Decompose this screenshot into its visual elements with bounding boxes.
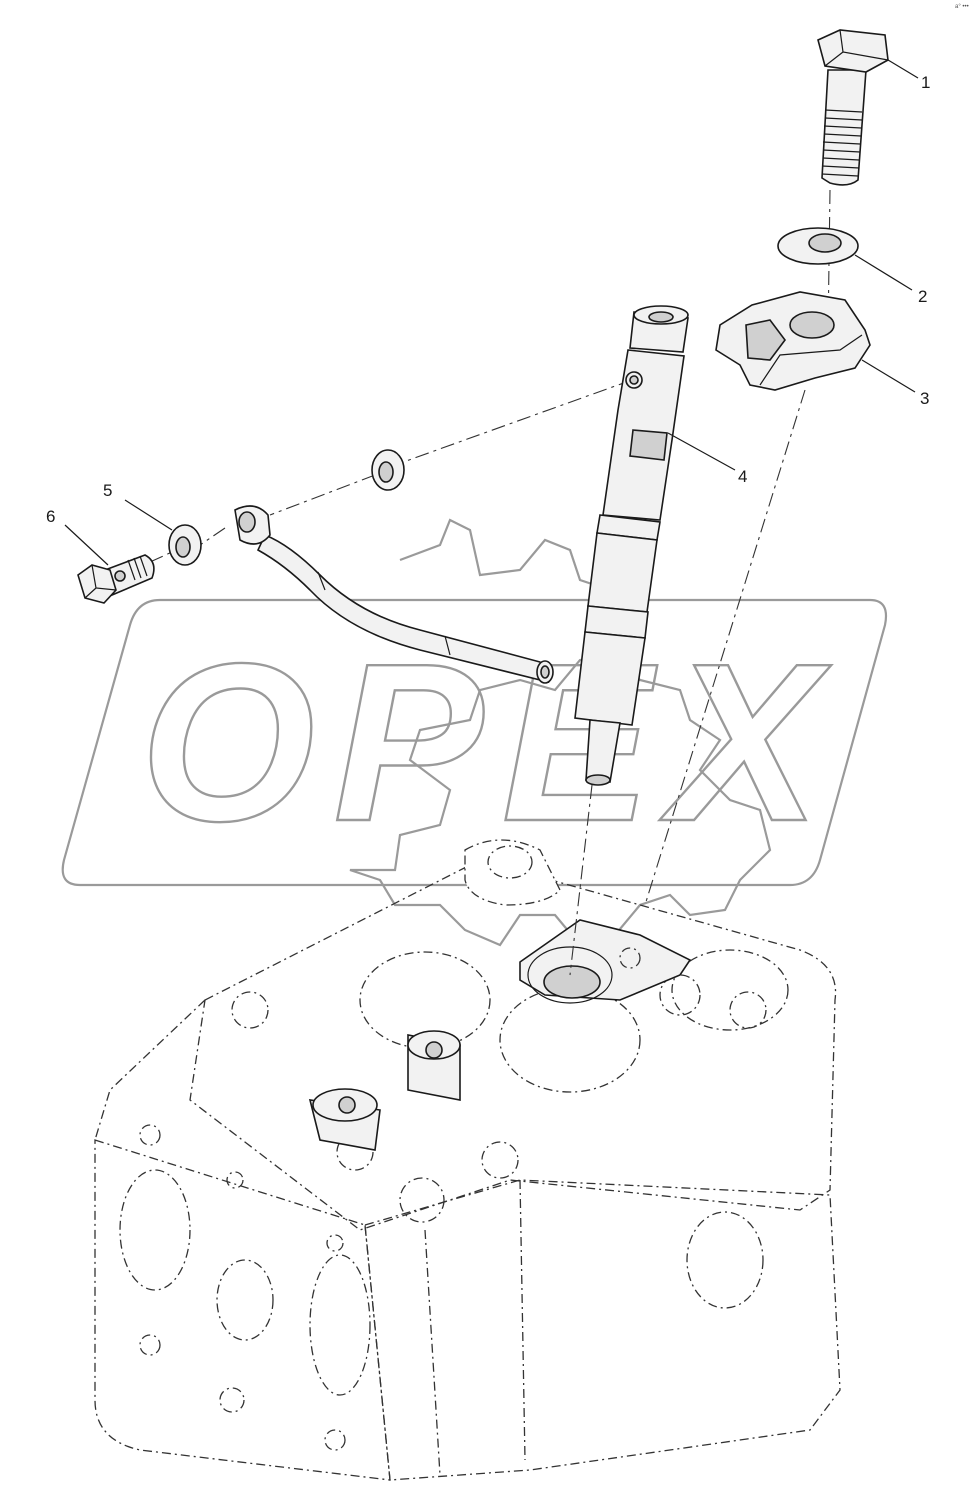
callout-4: 4 bbox=[738, 467, 747, 486]
clamp-bolt-hole bbox=[619, 947, 641, 969]
callout-1: 1 bbox=[921, 73, 930, 92]
cylinder-head-inner-edge bbox=[94, 999, 526, 1476]
valve-guide-2 bbox=[308, 1088, 381, 1151]
part-1-bolt bbox=[817, 29, 889, 186]
cylinder-head bbox=[94, 839, 841, 1481]
callout-6: 6 bbox=[46, 507, 55, 526]
clamp-fork-slot bbox=[745, 319, 786, 361]
injector-port-seal-washer bbox=[371, 449, 405, 491]
cylinder-head-side-face bbox=[364, 1179, 841, 1481]
injector-bore-inner bbox=[543, 965, 601, 999]
valve-guide-1 bbox=[407, 1030, 461, 1101]
callout-labels: 1 2 3 4 5 6 bbox=[46, 73, 930, 526]
exhaust-port-front-2 bbox=[309, 1254, 371, 1396]
injector-flat bbox=[629, 429, 668, 461]
callout-2: 2 bbox=[918, 287, 927, 306]
exhaust-port-front-1 bbox=[119, 1169, 191, 1291]
injector-lower-body bbox=[574, 631, 646, 726]
fuel-return-line bbox=[234, 505, 554, 684]
callout-5: 5 bbox=[103, 481, 112, 500]
head-bolt-hole-5 bbox=[481, 1141, 519, 1179]
head-bolt-hole-1 bbox=[231, 991, 269, 1029]
banjo-bolt-hole bbox=[114, 570, 126, 582]
cylinder-head-front-face bbox=[94, 1139, 391, 1481]
part-2-washer bbox=[777, 227, 859, 265]
front-hole-5 bbox=[326, 1234, 344, 1252]
head-bolt-hole-4 bbox=[399, 1177, 445, 1223]
watermark-gear-outline bbox=[349, 653, 772, 947]
return-pipe bbox=[256, 533, 550, 684]
head-bolt-hole-2 bbox=[659, 974, 701, 1016]
front-hole-2 bbox=[226, 1171, 244, 1189]
front-hole-1 bbox=[139, 1124, 161, 1146]
bolt-hex-head bbox=[817, 29, 889, 73]
callout-3: 3 bbox=[920, 389, 929, 408]
front-hole-4 bbox=[219, 1387, 245, 1413]
front-hole-3 bbox=[139, 1334, 161, 1356]
bolt-thread-lines bbox=[821, 109, 863, 177]
injector-mid-body bbox=[587, 532, 658, 613]
front-port-center bbox=[216, 1259, 274, 1341]
valve-port-right bbox=[671, 949, 789, 1031]
callout-leaders bbox=[64, 59, 919, 566]
banjo-bolt-hex-head bbox=[77, 564, 117, 604]
part-3-injector-clamp bbox=[715, 291, 871, 391]
injector-boss-hole bbox=[487, 845, 533, 879]
part-6-banjo-bolt bbox=[77, 554, 155, 604]
head-bolt-hole-3 bbox=[729, 991, 767, 1029]
clamp-bolt-hole bbox=[789, 311, 835, 339]
banjo-bolt-shank bbox=[104, 554, 155, 597]
cylinder-head-top-face bbox=[189, 859, 837, 1231]
injector-bore bbox=[527, 946, 613, 1004]
watermark-badge bbox=[61, 598, 888, 887]
side-port bbox=[686, 1211, 764, 1309]
front-hole-6 bbox=[324, 1429, 346, 1451]
part-5-sealing-washer bbox=[168, 524, 202, 566]
corner-mark: a° ••• bbox=[955, 4, 969, 10]
clamp-body bbox=[715, 291, 871, 391]
part-4-fuel-injector bbox=[574, 305, 689, 786]
